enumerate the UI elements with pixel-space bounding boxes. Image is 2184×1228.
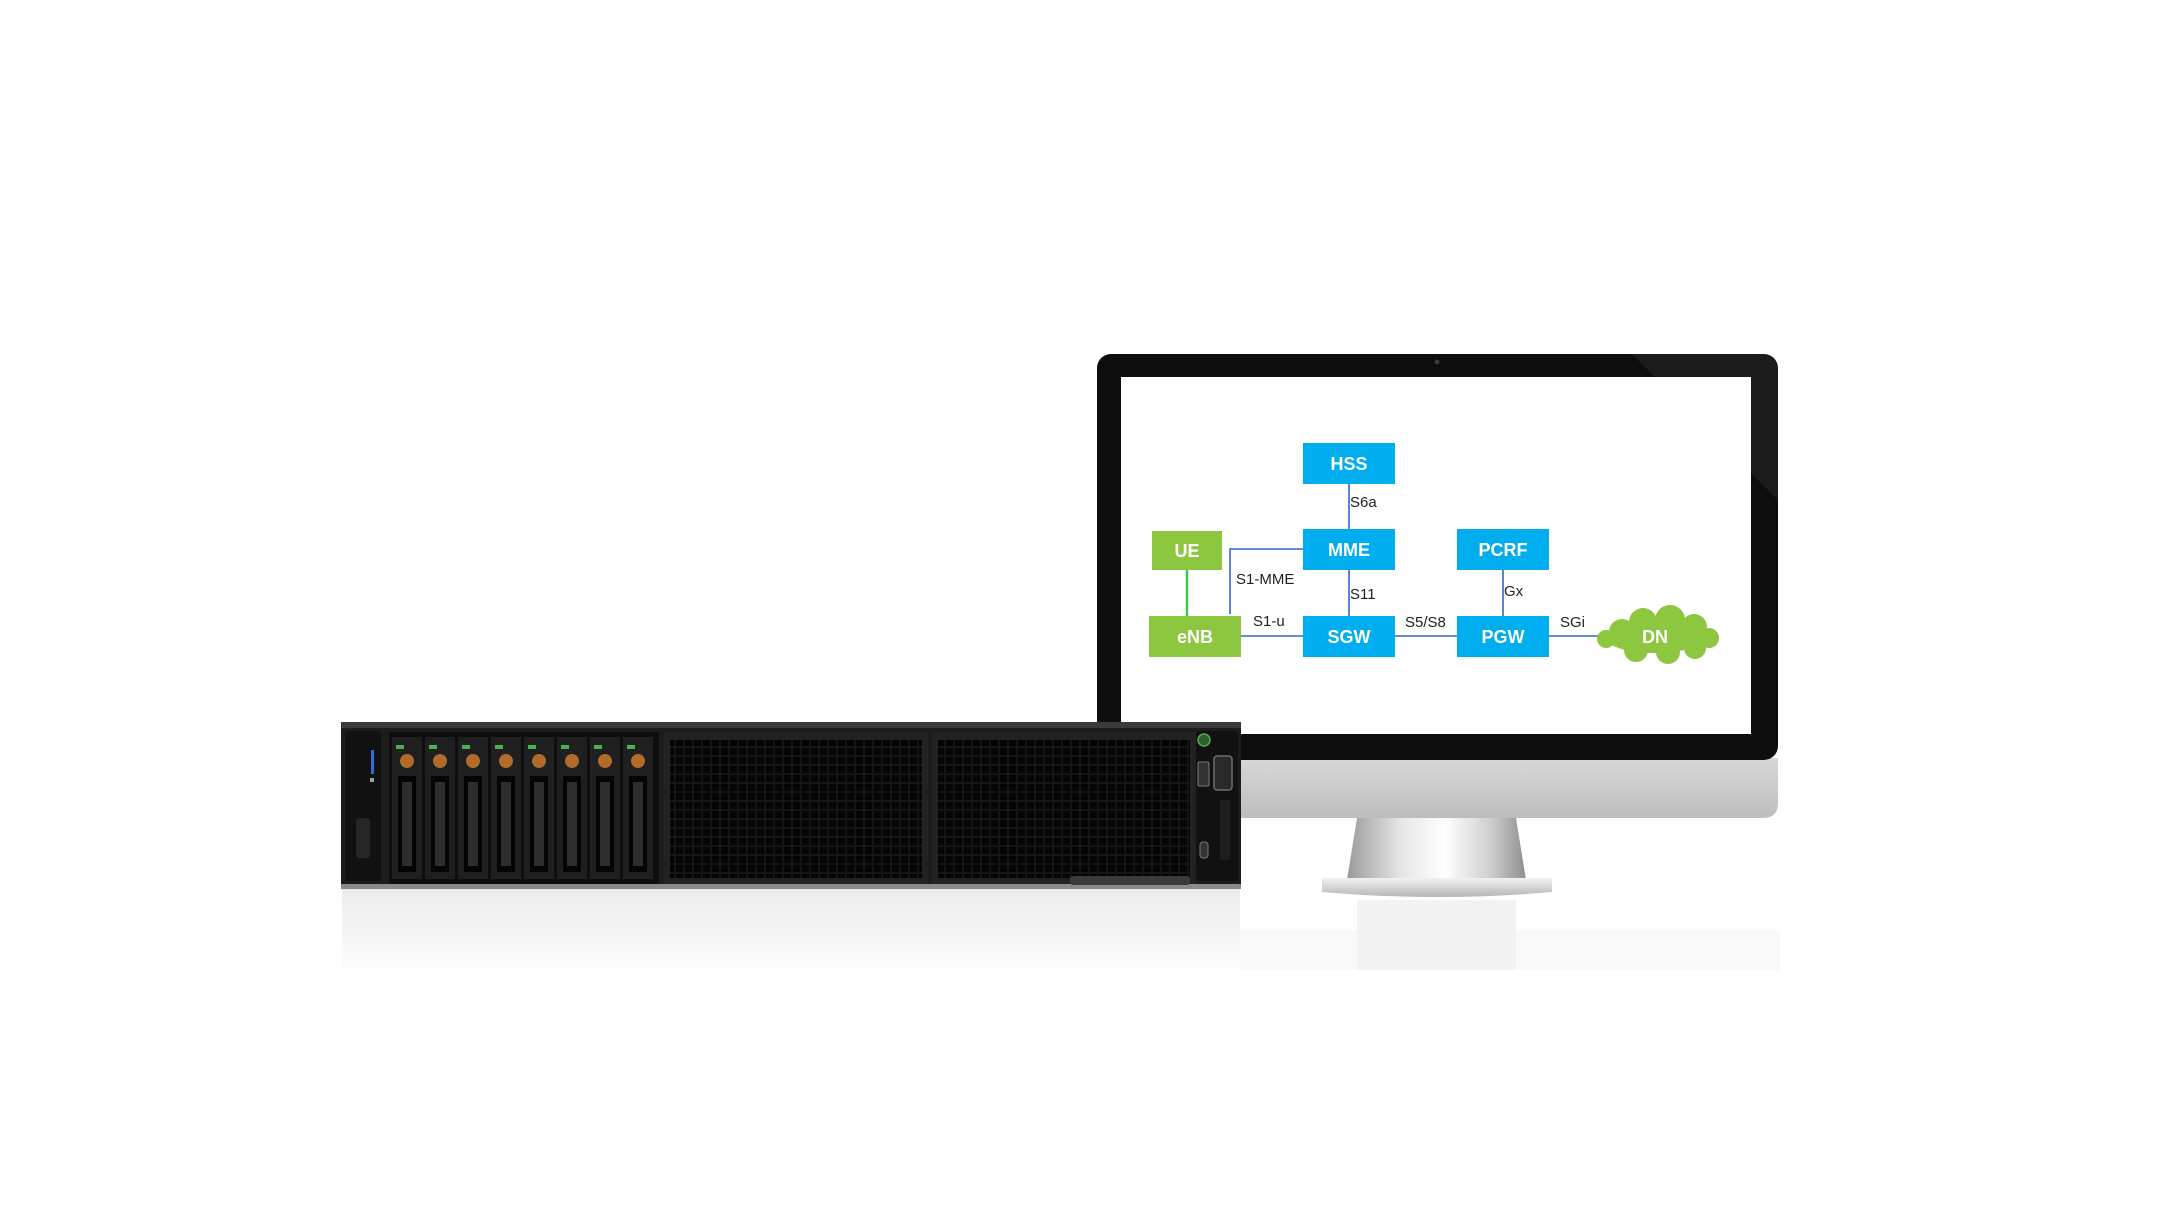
- cloud-icon: [1597, 605, 1719, 664]
- label-s11: S11: [1350, 586, 1376, 603]
- label-gx: Gx: [1504, 583, 1524, 600]
- monitor-screen: [1121, 377, 1751, 734]
- usb-c-port-icon: [1199, 841, 1209, 859]
- drive-bay: [524, 737, 554, 879]
- node-pcrf-label: PCRF: [1479, 540, 1528, 560]
- drive-bay: [458, 737, 488, 879]
- label-s1-mme: S1-MME: [1236, 571, 1294, 588]
- drive-bay: [425, 737, 455, 879]
- drive-bay: [557, 737, 587, 879]
- monitor-stand-base: [1322, 878, 1552, 897]
- vga-port-icon: [1213, 755, 1233, 791]
- node-enb: eNB: [1149, 616, 1241, 657]
- node-pcrf: PCRF: [1457, 529, 1549, 570]
- vent-panel-left: [664, 732, 928, 884]
- monitor-chin: [1097, 758, 1778, 818]
- monitor: [1097, 354, 1780, 970]
- label-s1-u: S1-u: [1253, 613, 1285, 630]
- drive-bay: [623, 737, 653, 879]
- node-mme: MME: [1303, 529, 1395, 570]
- network-diagram: S6a S1-MME S11 Gx S1-u S5/S8 SGi HSS MME…: [1149, 443, 1719, 664]
- node-hss: HSS: [1303, 443, 1395, 484]
- drive-bays: [389, 732, 659, 884]
- camera-icon: [1434, 359, 1440, 365]
- node-hss-label: HSS: [1330, 454, 1367, 474]
- node-enb-label: eNB: [1177, 627, 1213, 647]
- label-sgi: SGi: [1560, 614, 1585, 631]
- power-icon: [1197, 733, 1211, 747]
- server-right-ear: [1196, 731, 1238, 881]
- node-ue-label: UE: [1174, 541, 1199, 561]
- drive-bay: [590, 737, 620, 879]
- node-dn-label: DN: [1642, 627, 1668, 647]
- monitor-stand: [1347, 818, 1526, 880]
- node-mme-label: MME: [1328, 540, 1370, 560]
- label-s6a: S6a: [1350, 494, 1377, 511]
- server-logo-plate: [1070, 876, 1190, 885]
- drive-bay: [392, 737, 422, 879]
- node-dn: DN: [1597, 605, 1719, 664]
- links: [1185, 484, 1598, 637]
- server-reflection: [342, 888, 1240, 978]
- node-sgw-label: SGW: [1328, 627, 1371, 647]
- server-left-ear: [345, 731, 381, 881]
- vent-panel-right: [932, 732, 1196, 884]
- node-ue: UE: [1152, 531, 1222, 570]
- node-pgw-label: PGW: [1482, 627, 1525, 647]
- node-pgw: PGW: [1457, 616, 1549, 657]
- label-s5-s8: S5/S8: [1405, 614, 1446, 631]
- node-sgw: SGW: [1303, 616, 1395, 657]
- link-s1-mme: [1229, 548, 1303, 614]
- rack-server: [341, 722, 1241, 978]
- usb-port-icon: [1197, 761, 1210, 787]
- drive-bay: [491, 737, 521, 879]
